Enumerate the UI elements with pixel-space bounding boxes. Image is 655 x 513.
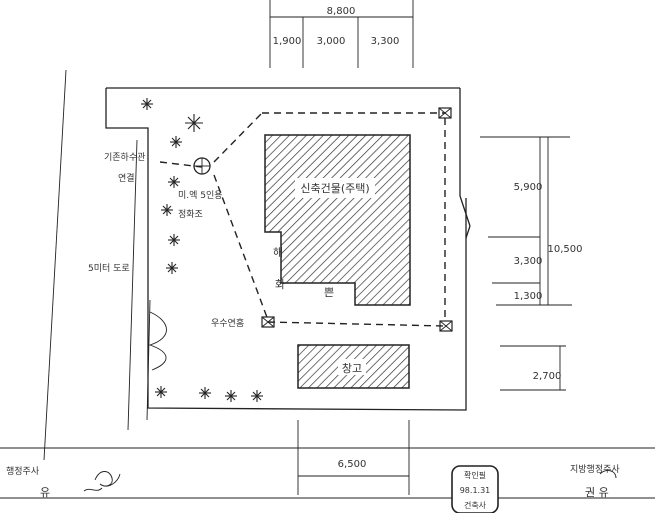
site-boundary <box>105 87 471 411</box>
top-total-dimension: 8,800 <box>327 6 356 17</box>
main-building: 신축건물(주택) 해 화 쁜 <box>264 134 411 306</box>
right-office-title: 지방행정주사 <box>570 463 620 475</box>
left-office-title: 행정주사 <box>6 465 40 477</box>
left-margin-line <box>43 69 67 461</box>
warehouse-label: 창고 <box>342 362 362 375</box>
catch-basin-bottom-left <box>261 316 275 328</box>
right-dimension-block: 5,900 3,300 1,300 10,500 2,700 <box>480 136 583 391</box>
top-segment-3: 3,300 <box>371 36 400 47</box>
right-segment-1: 5,900 <box>514 182 543 193</box>
haewha-char-2: 화 <box>275 278 285 291</box>
right-official-name: 권 유 <box>585 486 609 499</box>
signature-marks <box>83 470 617 492</box>
warehouse-building: 창고 <box>297 344 410 389</box>
main-building-label: 신축건물(주택) <box>300 182 369 195</box>
sewer-connection-label-2: 연결 <box>118 173 135 184</box>
road-edge <box>127 139 167 431</box>
bottom-dimension-block: 6,500 <box>297 420 410 495</box>
right-total-dimension: 10,500 <box>548 244 583 255</box>
sewer-connection-label-1: 기존하수관 <box>104 152 145 163</box>
road-label: 5미터 도로 <box>88 263 130 274</box>
right-lower-dimension: 2,700 <box>533 371 562 382</box>
stamp-date-text: 98.1.31 <box>460 486 491 495</box>
catch-basins <box>261 107 453 332</box>
stamp-bottom-text: 건축사 <box>464 500 487 510</box>
right-segment-2: 3,300 <box>514 256 543 267</box>
stamp-top-text: 확인필 <box>464 470 486 480</box>
footer-band: 행정주사 유 지방행정주사 권 유 <box>0 447 655 499</box>
right-segment-3: 1,300 <box>514 291 543 302</box>
left-official-name: 유 <box>40 486 50 499</box>
trees <box>141 98 263 402</box>
top-segment-1: 1,900 <box>273 36 302 47</box>
bottom-dimension: 6,500 <box>338 459 367 470</box>
drainage-lines <box>159 112 446 327</box>
rain-pipe-label: 우수연홈 <box>211 317 244 329</box>
septic-tank-symbol <box>193 157 211 175</box>
septic-tank-label-2: 정화조 <box>178 209 203 220</box>
haewha-char-1: 해 <box>273 245 283 259</box>
confirmation-stamp: 확인필 98.1.31 건축사 <box>451 465 499 513</box>
catch-basin-top-right <box>438 107 452 119</box>
top-segment-2: 3,000 <box>317 36 346 47</box>
haewha-char-3: 쁜 <box>324 286 334 299</box>
catch-basin-bottom-right <box>439 320 453 332</box>
septic-tank-label-1: 미.엑 5인용 <box>178 189 223 201</box>
top-dimension-block: 8,800 1,900 3,000 3,300 <box>269 0 414 68</box>
